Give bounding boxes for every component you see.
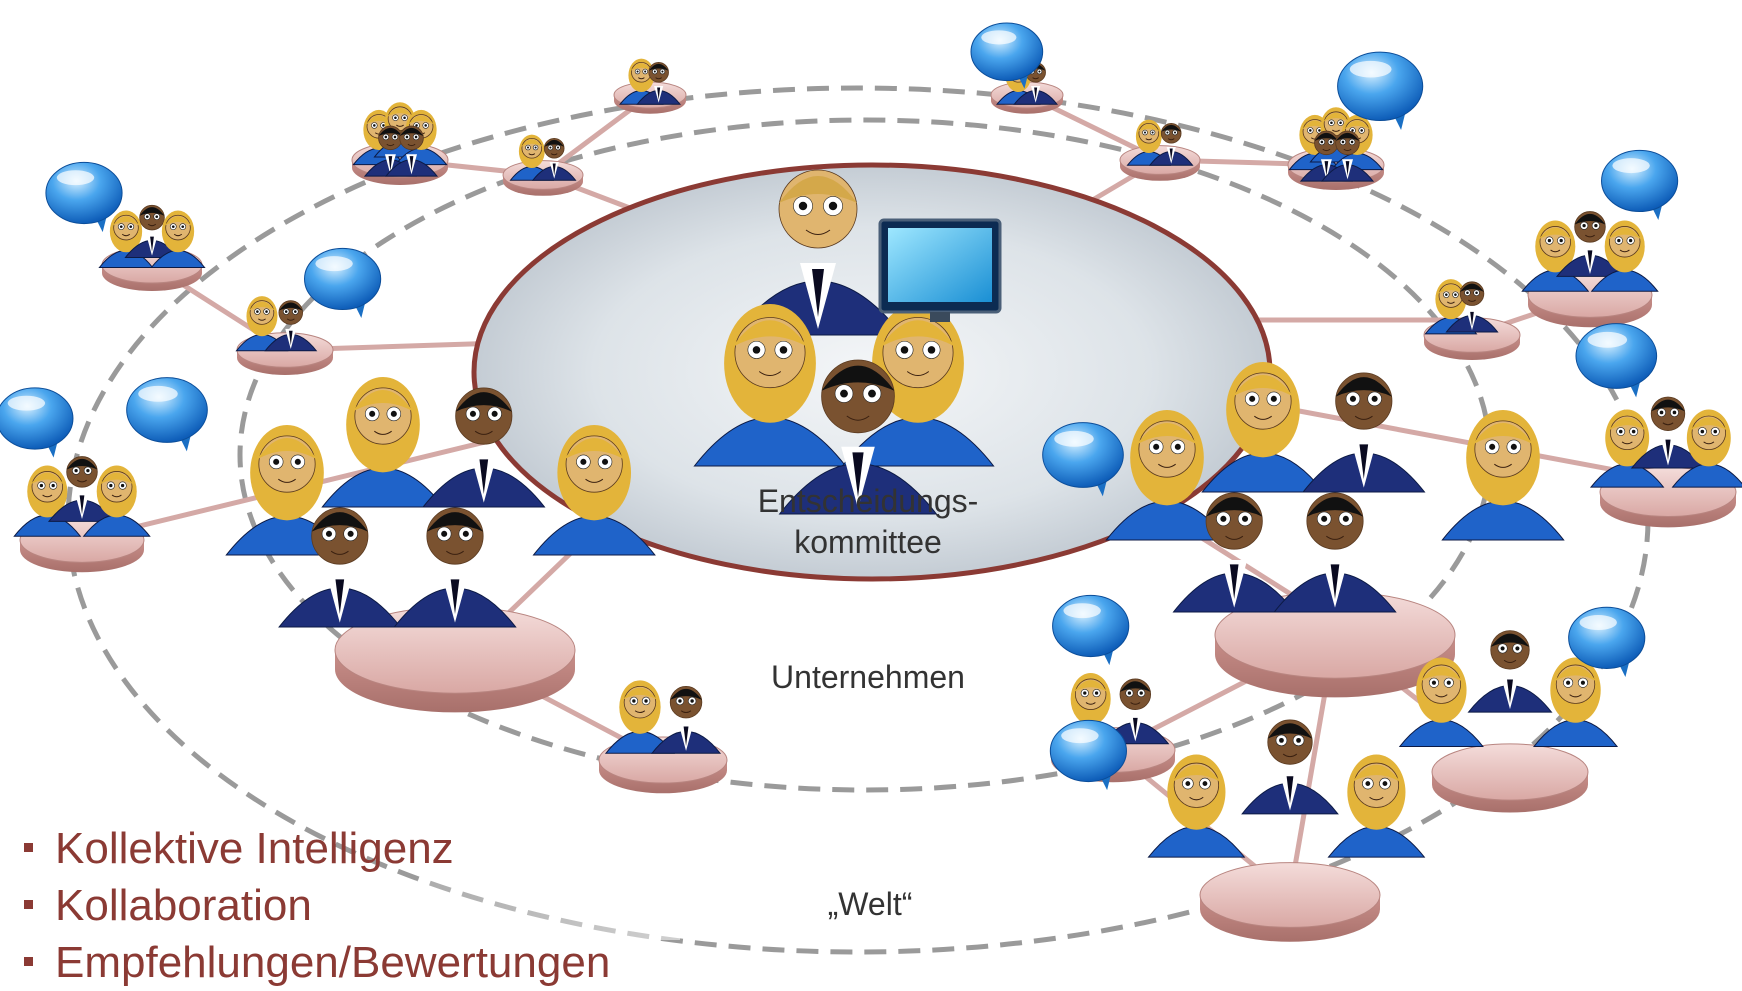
woman-icon — [1147, 754, 1246, 858]
speech-bubble-icon — [1575, 323, 1658, 398]
woman-icon — [1532, 657, 1619, 747]
group-nodes — [0, 22, 1742, 942]
woman-icon — [1105, 410, 1229, 541]
bullet-marker — [24, 842, 33, 852]
group-node — [1049, 719, 1426, 942]
woman-icon — [693, 304, 847, 467]
man-icon — [264, 300, 318, 352]
man-icon — [422, 387, 546, 508]
man-icon — [650, 686, 722, 754]
woman-icon — [532, 425, 656, 556]
bullet-item: Kollaboration — [18, 877, 610, 934]
center-label-line2: kommittee — [794, 524, 942, 560]
platform-disc — [1199, 862, 1381, 942]
center-label-line1: Entscheidungs- — [758, 483, 979, 519]
bullet-item: Kollektive Intelligenz — [18, 820, 610, 877]
man-icon — [124, 204, 180, 258]
speech-bubble-icon — [0, 387, 74, 458]
man-icon — [1630, 396, 1706, 469]
woman-icon — [1398, 657, 1484, 747]
group-node — [1521, 149, 1679, 328]
man-icon — [1101, 678, 1170, 745]
bullet-list: Kollektive Intelligenz Kollaboration Emp… — [18, 820, 610, 991]
group-node — [351, 102, 449, 185]
group-node — [45, 161, 206, 291]
woman-icon — [1327, 754, 1426, 858]
man-icon — [732, 169, 904, 336]
inner-ring-label: Unternehmen — [771, 659, 965, 695]
woman-icon — [841, 304, 995, 467]
bullet-marker — [24, 899, 33, 909]
woman-icon — [98, 210, 154, 268]
man-icon — [531, 137, 577, 181]
speech-bubble-icon — [45, 161, 123, 233]
speech-bubble-icon — [126, 377, 208, 452]
group-node — [970, 22, 1064, 114]
group-node — [0, 387, 151, 573]
group-node — [502, 134, 584, 196]
outer-ring-label: „Welt“ — [828, 886, 913, 922]
speech-bubble-icon — [1568, 606, 1646, 677]
speech-bubble-icon — [1052, 594, 1130, 666]
man-icon — [1148, 123, 1194, 166]
network-diagram: Entscheidungs- kommittee Unternehmen „We… — [0, 22, 1742, 955]
man-icon — [393, 507, 517, 628]
woman-icon — [1441, 410, 1565, 541]
woman-icon — [619, 58, 664, 105]
woman-icon — [82, 465, 151, 537]
man-icon — [1273, 492, 1397, 613]
man-icon — [1302, 372, 1426, 493]
man-icon — [47, 456, 117, 522]
speech-bubble-icon — [1337, 51, 1424, 130]
speech-bubble-icon — [1601, 149, 1679, 221]
man-icon — [778, 359, 938, 515]
platform-disc — [334, 606, 576, 713]
woman-icon — [1201, 362, 1325, 493]
man-icon — [1555, 211, 1625, 277]
speech-bubble-icon — [304, 247, 382, 319]
bullet-marker — [24, 956, 33, 966]
man-icon — [1172, 492, 1296, 613]
man-icon — [384, 125, 439, 177]
speech-bubble-icon — [1049, 719, 1127, 791]
group-node — [126, 377, 656, 713]
group-node — [1287, 51, 1424, 190]
committee-figures — [693, 169, 995, 515]
woman-icon — [604, 680, 676, 754]
woman-icon — [1589, 409, 1665, 488]
man-icon — [636, 61, 681, 105]
woman-icon — [1671, 409, 1742, 488]
group-node — [1398, 606, 1646, 813]
group-node — [235, 247, 382, 375]
group-node — [598, 680, 728, 794]
woman-icon — [321, 377, 445, 508]
man-icon — [1320, 130, 1375, 182]
man-icon — [1467, 630, 1553, 713]
woman-icon — [150, 210, 206, 268]
group-node — [613, 58, 687, 114]
platform-disc — [1214, 591, 1456, 698]
group-node — [1042, 362, 1565, 698]
woman-icon — [1590, 220, 1659, 292]
man-icon — [1241, 719, 1339, 815]
group-node — [1119, 119, 1201, 181]
speech-bubble-icon — [1042, 422, 1124, 497]
bullet-item: Empfehlungen/Bewertungen — [18, 934, 610, 991]
group-node — [1423, 279, 1521, 360]
man-icon — [278, 507, 402, 628]
man-icon — [1445, 281, 1499, 333]
monitor-icon — [878, 218, 1002, 322]
speech-bubble-icon — [970, 22, 1044, 89]
group-node — [1575, 323, 1742, 528]
platform-disc — [1431, 743, 1589, 813]
